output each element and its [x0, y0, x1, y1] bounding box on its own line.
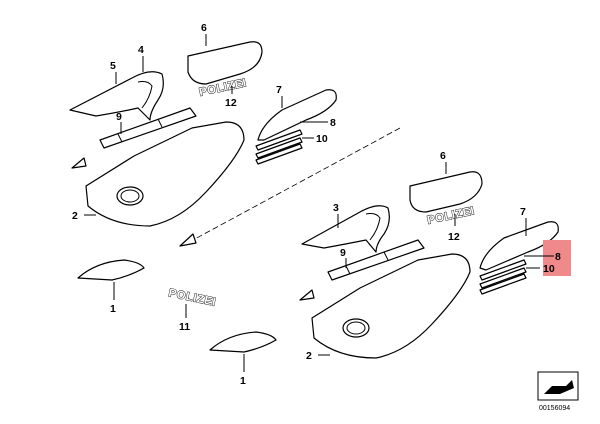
catalog-box: 00156094: [537, 371, 579, 412]
part-6-panel: [187, 41, 263, 85]
catalog-arrow-icon: [544, 380, 574, 394]
label-11: 11: [179, 321, 190, 333]
part-6-panel-right: [409, 171, 483, 213]
catalog-number: 00156094: [539, 405, 570, 412]
stripe-10b-upper: [255, 143, 303, 165]
label-10-right: 10: [543, 263, 555, 275]
part-1-cover-middle: [209, 331, 277, 353]
part-9-right-divider-b: [383, 251, 389, 261]
part-9-right-divider-a: [345, 265, 351, 275]
label-6: 6: [201, 22, 207, 34]
lower-middle-group: 1: [209, 331, 277, 387]
label-7-right: 7: [520, 206, 526, 218]
lower-left-group: 1 POLIZEI 11: [77, 259, 218, 333]
label-1-middle: 1: [240, 375, 246, 387]
label-8: 8: [330, 117, 336, 129]
label-3: 3: [333, 202, 339, 214]
mirror-trim-outer: [69, 71, 164, 121]
label-5: 5: [110, 60, 116, 72]
separator-line: [192, 127, 401, 241]
clip-upper: [71, 157, 87, 169]
label-4: 4: [138, 44, 144, 56]
part-7-panel: [257, 89, 337, 141]
group-separator: [179, 127, 401, 247]
clip-right: [299, 289, 315, 301]
label-12-right: 12: [448, 231, 460, 243]
part-3-inner: [365, 213, 381, 241]
right-group: 6 POLIZEI 12 7 8 10 3 9 2: [299, 150, 571, 362]
label-1-left: 1: [110, 303, 116, 315]
stripe-10a-upper: [255, 137, 303, 159]
label-2: 2: [72, 210, 78, 222]
part-2-handle-inner: [120, 189, 140, 203]
separator-arrow-icon: [179, 233, 197, 247]
stripe-10b-right: [479, 273, 527, 295]
part-9-strip-right: [327, 239, 425, 281]
part-3-mirror-trim: [301, 205, 390, 253]
part-9-divider-b: [157, 118, 163, 128]
part-9-strip: [99, 107, 197, 149]
label-9: 9: [116, 111, 122, 123]
part-2-right-handle-inner: [346, 321, 366, 335]
stripe-10a-right: [479, 267, 527, 289]
polizei-decal-lower: POLIZEI: [167, 287, 217, 309]
label-10: 10: [316, 133, 328, 145]
label-12: 12: [225, 97, 237, 109]
label-2-right: 2: [306, 350, 312, 362]
highlight-8-box: [543, 240, 571, 276]
part-7-panel-right: [479, 221, 559, 271]
label-7: 7: [276, 84, 282, 96]
stripe-8-upper: [255, 129, 303, 151]
upper-group: 4 5 6 POLIZEI 12 7 8 10 9 2: [69, 22, 337, 227]
label-6-right: 6: [440, 150, 446, 162]
label-8-right: 8: [555, 251, 561, 263]
part-9-divider-a: [117, 133, 123, 143]
part-1-cover-left: [77, 259, 145, 281]
stripe-8-right: [479, 259, 527, 281]
label-9-right: 9: [340, 247, 346, 259]
mirror-trim-inner: [137, 81, 153, 109]
